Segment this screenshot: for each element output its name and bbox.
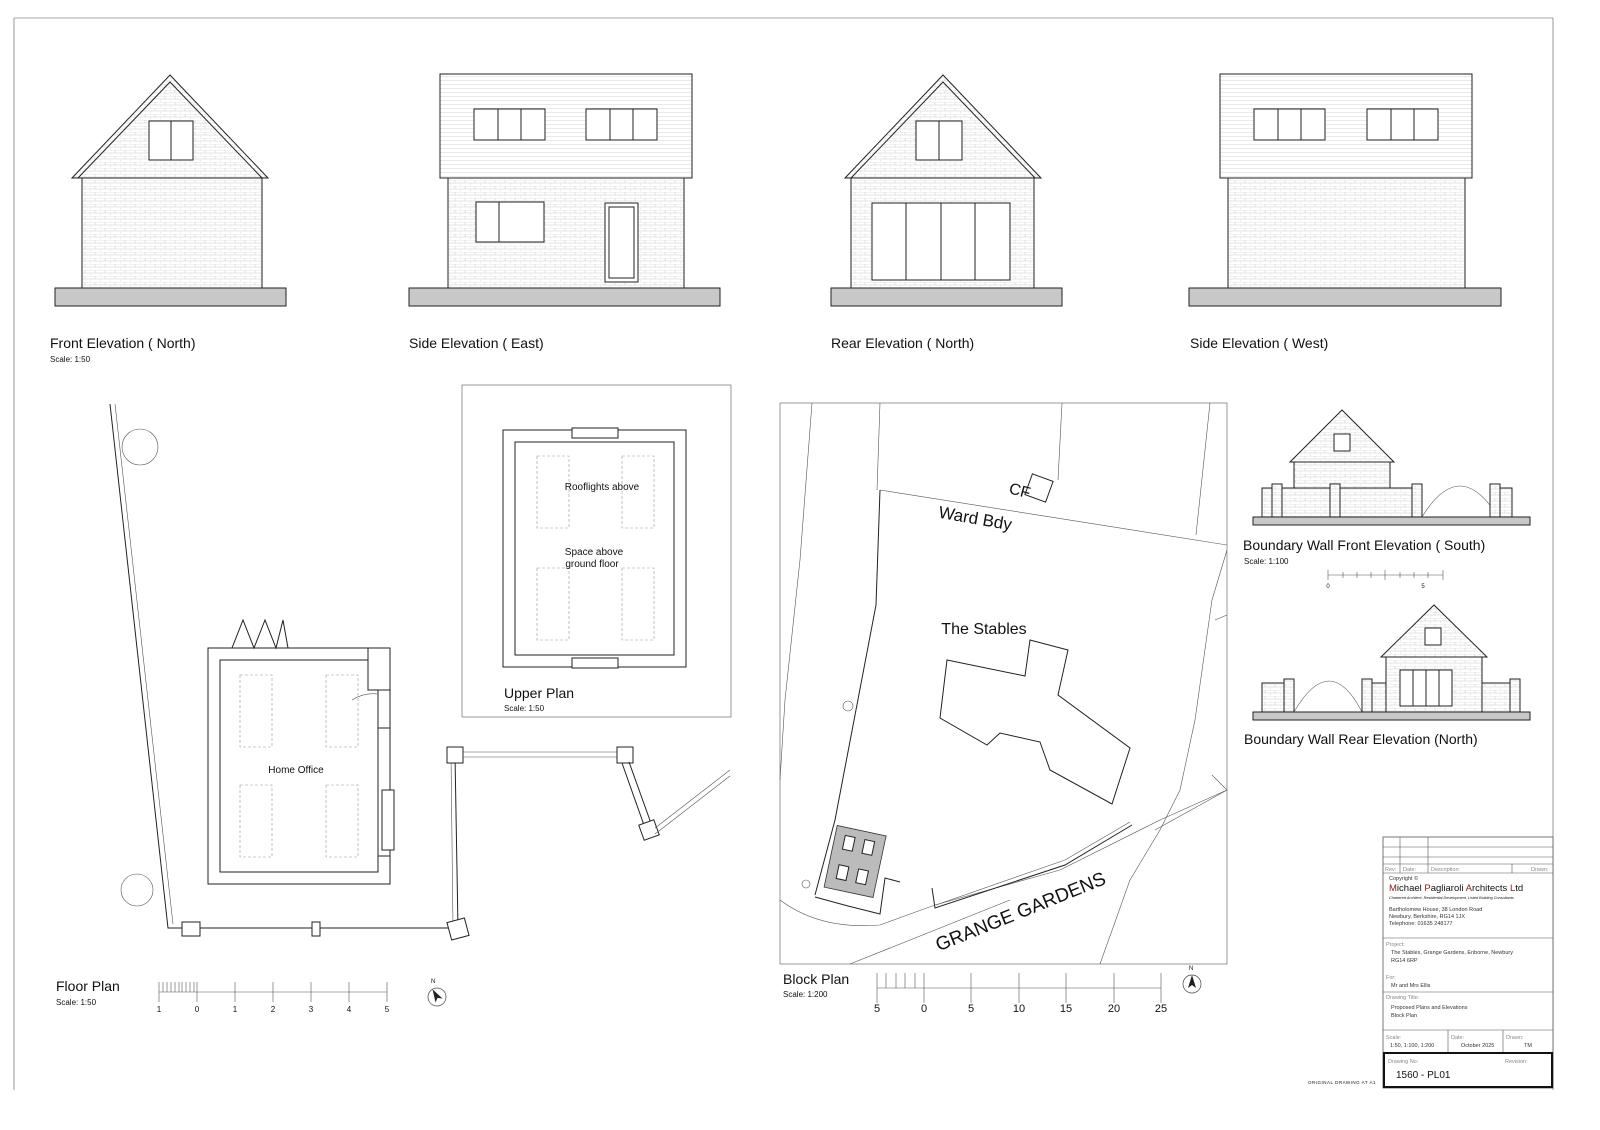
drawn-label: Drawn:	[1506, 1035, 1524, 1041]
rear-elevation	[830, 74, 1063, 307]
front-elevation-title: Front Elevation ( North)	[50, 335, 196, 351]
boundary-wall-rear-elevation	[1252, 604, 1531, 721]
drawing-no-label: Drawing No:	[1388, 1059, 1419, 1065]
scale-label: 10	[1013, 1003, 1025, 1015]
project-label: Project:	[1386, 942, 1405, 948]
scale-label: 5	[385, 1005, 390, 1014]
space-above-note: Space above	[565, 547, 624, 558]
floor-plan	[109, 403, 731, 941]
client-name: Mr and Mrs Ellis	[1391, 983, 1431, 989]
project-line-2: RG14 6RP	[1391, 958, 1418, 964]
scale-label: 1	[233, 1005, 238, 1014]
block-plan	[779, 402, 1228, 965]
scale-label: 20	[1108, 1003, 1120, 1015]
side-west-elevation-title: Side Elevation ( West)	[1190, 335, 1328, 351]
drawing-number: 1560 - PL01	[1396, 1070, 1451, 1081]
scale-label: 15	[1060, 1003, 1072, 1015]
drawing-title-line-2: Block Plan	[1391, 1013, 1417, 1019]
scale-label: 0	[921, 1003, 927, 1015]
drawing-title-line-1: Proposed Plans and Elevations	[1391, 1005, 1468, 1011]
boundary-wall-front-elevation	[1252, 409, 1531, 580]
rev-label: Rev:	[1385, 867, 1397, 873]
company-name: Michael Pagliaroli Architects Ltd	[1389, 883, 1523, 894]
description-label: Description:	[1431, 867, 1461, 873]
north-label: N	[1189, 966, 1193, 972]
upper-plan-title: Upper Plan	[504, 685, 574, 701]
address-line-1: Bartholomew House, 38 London Road	[1389, 907, 1482, 913]
revision-label: Revision:	[1505, 1059, 1528, 1065]
scale-label: 4	[347, 1005, 352, 1014]
scale-label: 0	[1326, 584, 1330, 590]
scale-label: 0	[195, 1005, 200, 1014]
side-elevation-east	[408, 73, 721, 307]
north-label: N	[431, 979, 435, 985]
upper-plan	[461, 384, 732, 718]
side-east-elevation-title: Side Elevation ( East)	[409, 335, 544, 351]
front-elevation	[54, 74, 287, 307]
drawn-value: TM	[1524, 1043, 1532, 1049]
upper-plan-scale: Scale: 1:50	[504, 704, 545, 713]
road-label: GRANGE GARDENS	[933, 869, 1109, 956]
side-elevation-west	[1188, 73, 1502, 307]
drawn-header-label: Drawn:	[1531, 867, 1549, 873]
floor-plan-title: Floor Plan	[56, 978, 120, 994]
original-drawing-note: ORIGINAL DRAWING AT A1	[1308, 1080, 1376, 1085]
scale-label: 3	[309, 1005, 314, 1014]
scale-label: Scale:	[1386, 1035, 1402, 1041]
boundary-wall-front-title: Boundary Wall Front Elevation ( South)	[1243, 537, 1485, 553]
title-block	[1382, 836, 1554, 1089]
scale-label: 1	[157, 1005, 162, 1014]
space-above-note-2: ground floor	[565, 559, 619, 570]
room-label-home-office: Home Office	[268, 765, 324, 776]
scale-label: 2	[271, 1005, 276, 1014]
scale-label: 5	[968, 1003, 974, 1015]
rooflights-note: Rooflights above	[565, 482, 640, 493]
address-line-2: Newbury, Berkshire, RG14 1JX	[1389, 914, 1465, 920]
cf-label: CF	[1007, 480, 1032, 502]
front-elevation-scale: Scale: 1:50	[50, 355, 91, 364]
ward-boundary-label: Ward Bdy	[937, 503, 1014, 535]
date-label: Date:	[1451, 1035, 1465, 1041]
company-subtitle: Chartered Architect, Residential Develop…	[1389, 896, 1514, 900]
drawing-title-label: Drawing Title:	[1386, 995, 1420, 1001]
north-arrow-icon	[424, 984, 450, 1010]
date-label: Date:	[1403, 867, 1417, 873]
for-label: For:	[1386, 975, 1396, 981]
north-arrow-icon	[1182, 974, 1202, 994]
block-plan-scale: Scale: 1:200	[783, 990, 828, 999]
boundary-wall-rear-title: Boundary Wall Rear Elevation (North)	[1244, 731, 1478, 747]
date-value: October 2025	[1461, 1043, 1494, 1049]
scale-label: 5	[1421, 584, 1425, 590]
telephone: Telephone: 01635 248177	[1389, 921, 1453, 927]
scale-value: 1:50, 1:100, 1:200	[1390, 1043, 1434, 1049]
copyright: Copyright ©	[1389, 875, 1418, 882]
block-plan-scale-bar	[876, 973, 1162, 1003]
scale-label: 25	[1155, 1003, 1167, 1015]
scale-label: 5	[874, 1003, 880, 1015]
block-plan-title: Block Plan	[783, 971, 849, 987]
project-line-1: The Stables, Grange Gardens, Enborne, Ne…	[1391, 950, 1513, 956]
rear-elevation-title: Rear Elevation ( North)	[831, 335, 974, 351]
floor-plan-scale: Scale: 1:50	[56, 998, 97, 1007]
building-label: The Stables	[941, 621, 1026, 638]
boundary-wall-front-scale: Scale: 1:100	[1244, 557, 1289, 566]
floor-plan-scale-bar	[158, 982, 388, 1002]
